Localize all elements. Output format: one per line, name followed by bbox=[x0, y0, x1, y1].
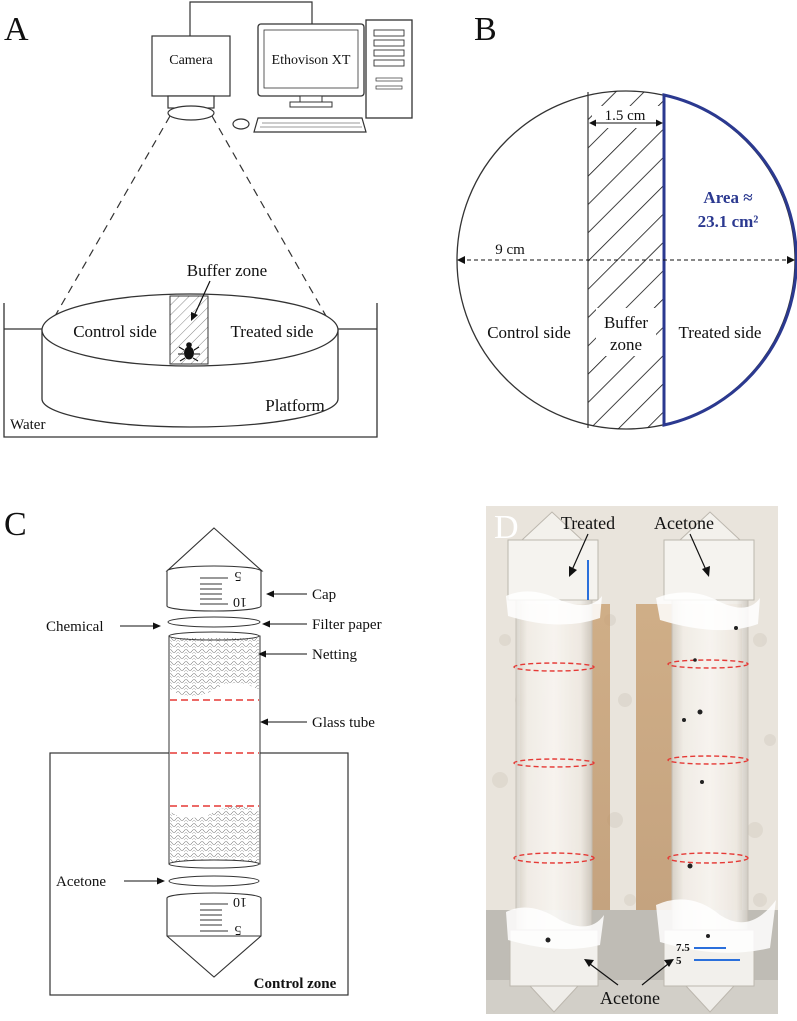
water-label: Water bbox=[10, 417, 45, 433]
panel-b-letter: B bbox=[474, 11, 497, 48]
glass-tube bbox=[168, 631, 261, 869]
filter-paper-label: Filter paper bbox=[312, 617, 382, 633]
photo-arrows bbox=[571, 533, 707, 986]
photo-tube-right bbox=[656, 511, 776, 1013]
netting-label: Netting bbox=[312, 647, 357, 663]
b-treated-side-label: Treated side bbox=[679, 323, 762, 342]
b-buffer-label-line2: zone bbox=[610, 335, 642, 354]
camera-icon bbox=[151, 35, 231, 121]
chemical-label: Chemical bbox=[46, 619, 103, 635]
water-tank bbox=[3, 303, 378, 438]
camera-label: Camera bbox=[169, 53, 213, 68]
software-label: Ethovison XT bbox=[272, 53, 351, 68]
platform-label: Platform bbox=[265, 396, 325, 415]
treated-outline bbox=[662, 93, 797, 427]
scale-upper: 7.5 bbox=[676, 942, 690, 954]
camera-cable bbox=[189, 1, 313, 36]
mouse-icon bbox=[232, 118, 250, 130]
panel-d-letter: D bbox=[494, 509, 519, 546]
acetone-top-label: Acetone bbox=[654, 513, 714, 533]
panel-b: B 1.5 cm 9 cm Area ≈ 23.1 cm² Control si… bbox=[456, 11, 797, 430]
acetone-disk bbox=[168, 875, 260, 887]
cap-label: Cap bbox=[312, 587, 336, 603]
photo-ticks bbox=[545, 626, 738, 943]
tick-icon bbox=[178, 342, 200, 362]
treated-label: Treated bbox=[561, 513, 615, 533]
bottom-scale-top: 10 bbox=[233, 894, 247, 909]
photo-tube-left bbox=[506, 511, 604, 1013]
bottom-scale-bottom: 5 bbox=[235, 922, 242, 937]
area-label-line1: Area ≈ bbox=[703, 188, 752, 207]
top-cap bbox=[165, 527, 264, 612]
filter-paper-disk bbox=[167, 616, 261, 628]
panel-c-letter: C bbox=[4, 506, 27, 543]
c-acetone-label: Acetone bbox=[56, 874, 106, 890]
photo-red-rings bbox=[513, 659, 749, 864]
buffer-label-bg bbox=[596, 308, 656, 356]
photo-scale-marks bbox=[587, 560, 740, 961]
control-zone-label: Control zone bbox=[254, 976, 337, 992]
tube-red-markers bbox=[170, 699, 259, 807]
panel-d-photo: 7.5 5 bbox=[486, 506, 778, 1014]
b-buffer-label-line1: Buffer bbox=[604, 313, 648, 332]
b-control-side-label: Control side bbox=[487, 323, 571, 342]
cap-scale-bottom: 10 bbox=[233, 594, 247, 609]
c-arrows bbox=[120, 593, 307, 882]
computer-tower-icon bbox=[365, 19, 413, 119]
keyboard-icon bbox=[253, 117, 367, 133]
buffer-zone-label: Buffer zone bbox=[187, 261, 267, 280]
computer-monitor-icon bbox=[257, 23, 365, 108]
panel-a-letter: A bbox=[4, 11, 29, 48]
cap-scale-top: 5 bbox=[235, 568, 242, 583]
buffer-zone-arrow bbox=[193, 280, 211, 317]
acetone-bottom-label: Acetone bbox=[600, 988, 660, 1008]
control-side-label: Control side bbox=[73, 322, 157, 341]
glass-tube-label: Glass tube bbox=[312, 715, 375, 731]
buffer-width-label: 1.5 cm bbox=[605, 108, 646, 124]
bottom-cap bbox=[166, 892, 262, 978]
scale-lower: 5 bbox=[676, 955, 682, 967]
panel-c: C Control zone 5 10 bbox=[4, 506, 382, 996]
panel-a: A Camera Ethovison XT bbox=[3, 1, 413, 438]
treated-side-label: Treated side bbox=[231, 322, 314, 341]
diameter-label: 9 cm bbox=[495, 242, 525, 258]
area-label-line2: 23.1 cm² bbox=[698, 212, 759, 231]
